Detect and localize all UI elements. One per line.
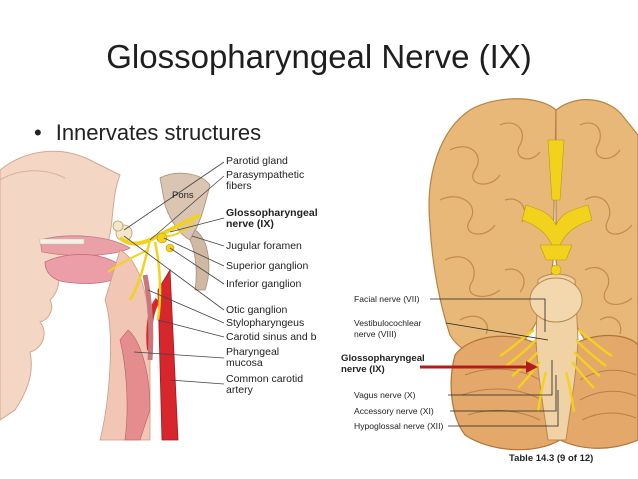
label-stylopharyngeus: Stylopharyngeus bbox=[226, 317, 305, 329]
label-glossopharyngeal-nerve-right: Glossopharyngeal nerve (IX) bbox=[341, 353, 425, 375]
slide-title: Glossopharyngeal Nerve (IX) bbox=[106, 38, 532, 75]
head-profile-illustration bbox=[0, 150, 225, 441]
bullet-point-icon: • bbox=[34, 120, 42, 145]
label-jugular-foramen: Jugular foramen bbox=[226, 240, 302, 252]
label-facial-nerve: Facial nerve (VII) bbox=[354, 294, 420, 304]
label-pharyngeal-mucosa: Pharyngeal mucosa bbox=[226, 346, 280, 369]
label-accessory-nerve: Accessory nerve (XI) bbox=[354, 406, 434, 416]
label-parasympathetic-fibers: Parasympathetic fibers bbox=[226, 169, 305, 192]
label-vestibulocochlear-nerve: Vestibulocochlear nerve (VIII) bbox=[354, 318, 422, 339]
label-superior-ganglion: Superior ganglion bbox=[226, 260, 309, 272]
label-inferior-ganglion: Inferior ganglion bbox=[226, 278, 302, 290]
label-parotid-gland: Parotid gland bbox=[226, 155, 288, 167]
table-reference: Table 14.3 (9 of 12) bbox=[509, 453, 594, 464]
label-vagus-nerve: Vagus nerve (X) bbox=[354, 390, 416, 400]
label-common-carotid-artery: Common carotid artery bbox=[226, 373, 304, 396]
bullet-text-row: • Innervates structures bbox=[34, 120, 261, 146]
bullet-text: Innervates structures bbox=[55, 120, 262, 145]
label-glossopharyngeal-nerve-left: Glossopharyngeal nerve (IX) bbox=[226, 207, 318, 230]
label-hypoglossal-nerve: Hypoglossal nerve (XII) bbox=[354, 421, 444, 431]
pons-label: Pons bbox=[172, 190, 194, 201]
brain-inferior-illustration bbox=[420, 98, 638, 451]
label-carotid-sinus: Carotid sinus and b bbox=[226, 331, 317, 343]
label-otic-ganglion: Otic ganglion bbox=[226, 304, 288, 316]
